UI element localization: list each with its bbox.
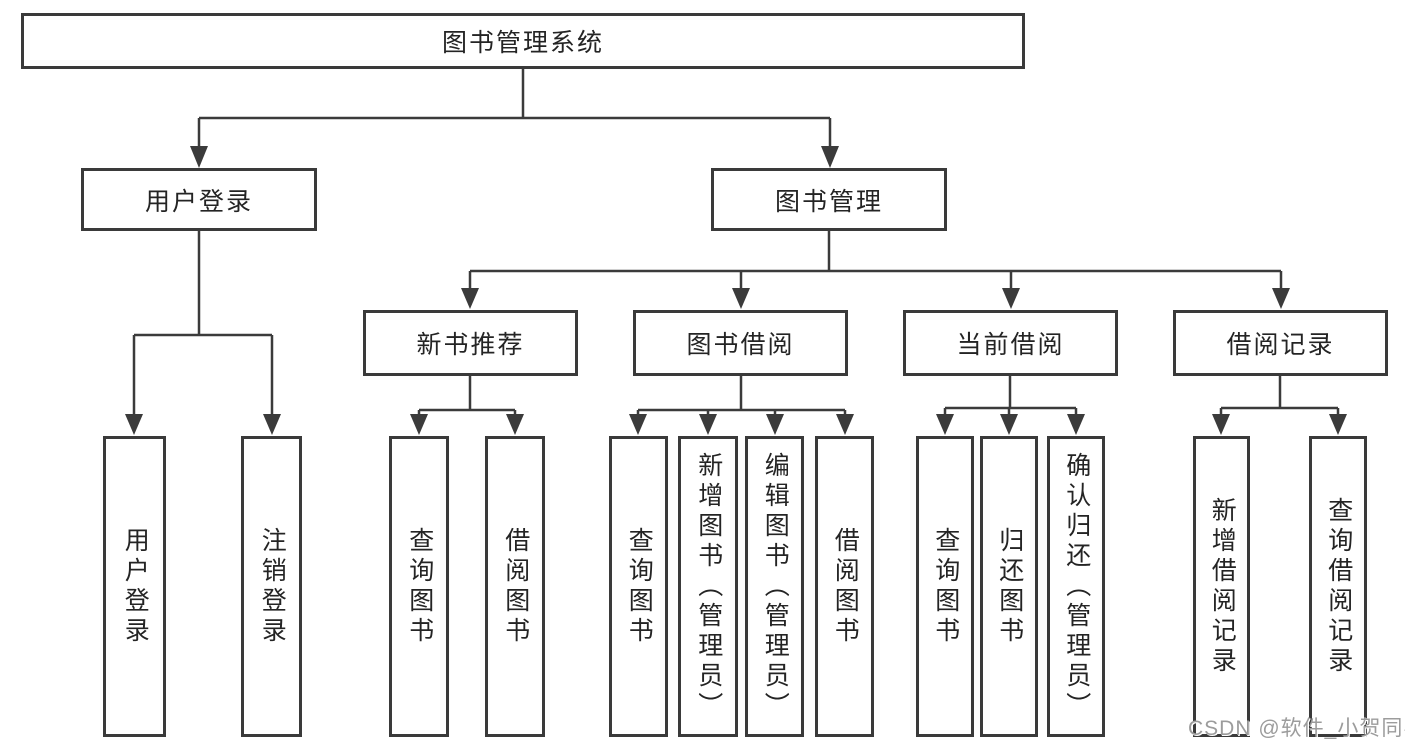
node-root: 图书管理系统 — [21, 13, 1025, 69]
leaf-confirm-return-admin-label: 确认归还（管理员） — [1062, 451, 1091, 722]
leaf-return-book-label: 归还图书 — [995, 526, 1024, 647]
leaf-add-book-admin-label: 新增图书（管理员） — [694, 451, 723, 722]
leaf-add-book-admin: 新增图书（管理员） — [678, 436, 738, 737]
node-borrow-history: 借阅记录 — [1173, 310, 1388, 376]
node-current-borrow-label: 当前借阅 — [956, 331, 1065, 359]
leaf-query-book-borrow-label: 查询图书 — [625, 526, 654, 647]
leaf-borrow-book-recommend-label: 借阅图书 — [501, 526, 530, 647]
leaf-query-book-recommend: 查询图书 — [389, 436, 449, 737]
node-new-book-recommend-label: 新书推荐 — [416, 331, 525, 359]
node-book-borrow-label: 图书借阅 — [686, 331, 795, 359]
leaf-borrow-book-borrow: 借阅图书 — [815, 436, 874, 737]
leaf-user-login: 用户登录 — [103, 436, 166, 737]
leaf-user-login-label: 用户登录 — [121, 526, 150, 647]
leaf-edit-book-admin-label: 编辑图书（管理员） — [761, 451, 790, 722]
leaf-query-book-current-label: 查询图书 — [931, 526, 960, 647]
leaf-add-borrow-record: 新增借阅记录 — [1193, 436, 1250, 737]
node-current-borrow: 当前借阅 — [903, 310, 1118, 376]
leaf-query-book-current: 查询图书 — [916, 436, 974, 737]
node-borrow-history-label: 借阅记录 — [1226, 331, 1335, 359]
leaf-borrow-book-borrow-label: 借阅图书 — [831, 526, 860, 647]
node-book-management: 图书管理 — [711, 168, 947, 231]
leaf-query-borrow-record-label: 查询借阅记录 — [1324, 496, 1353, 677]
leaf-logout-label: 注销登录 — [258, 526, 287, 647]
arrowheads — [125, 146, 1347, 435]
leaf-return-book: 归还图书 — [980, 436, 1038, 737]
leaf-edit-book-admin: 编辑图书（管理员） — [745, 436, 804, 737]
leaf-add-borrow-record-label: 新增借阅记录 — [1208, 496, 1237, 677]
node-root-label: 图书管理系统 — [441, 29, 604, 57]
leaf-borrow-book-recommend: 借阅图书 — [485, 436, 545, 737]
node-book-borrow: 图书借阅 — [633, 310, 848, 376]
node-user-login: 用户登录 — [81, 168, 317, 231]
node-new-book-recommend: 新书推荐 — [363, 310, 578, 376]
leaf-query-book-borrow: 查询图书 — [609, 436, 668, 737]
leaf-query-book-recommend-label: 查询图书 — [405, 526, 434, 647]
leaf-confirm-return-admin: 确认归还（管理员） — [1047, 436, 1105, 737]
watermark: CSDN @软件_小贺同学 — [1188, 717, 1405, 740]
node-book-management-label: 图书管理 — [774, 187, 883, 216]
leaf-query-borrow-record: 查询借阅记录 — [1309, 436, 1367, 737]
leaf-logout: 注销登录 — [241, 436, 302, 737]
node-user-login-label: 用户登录 — [144, 187, 253, 216]
